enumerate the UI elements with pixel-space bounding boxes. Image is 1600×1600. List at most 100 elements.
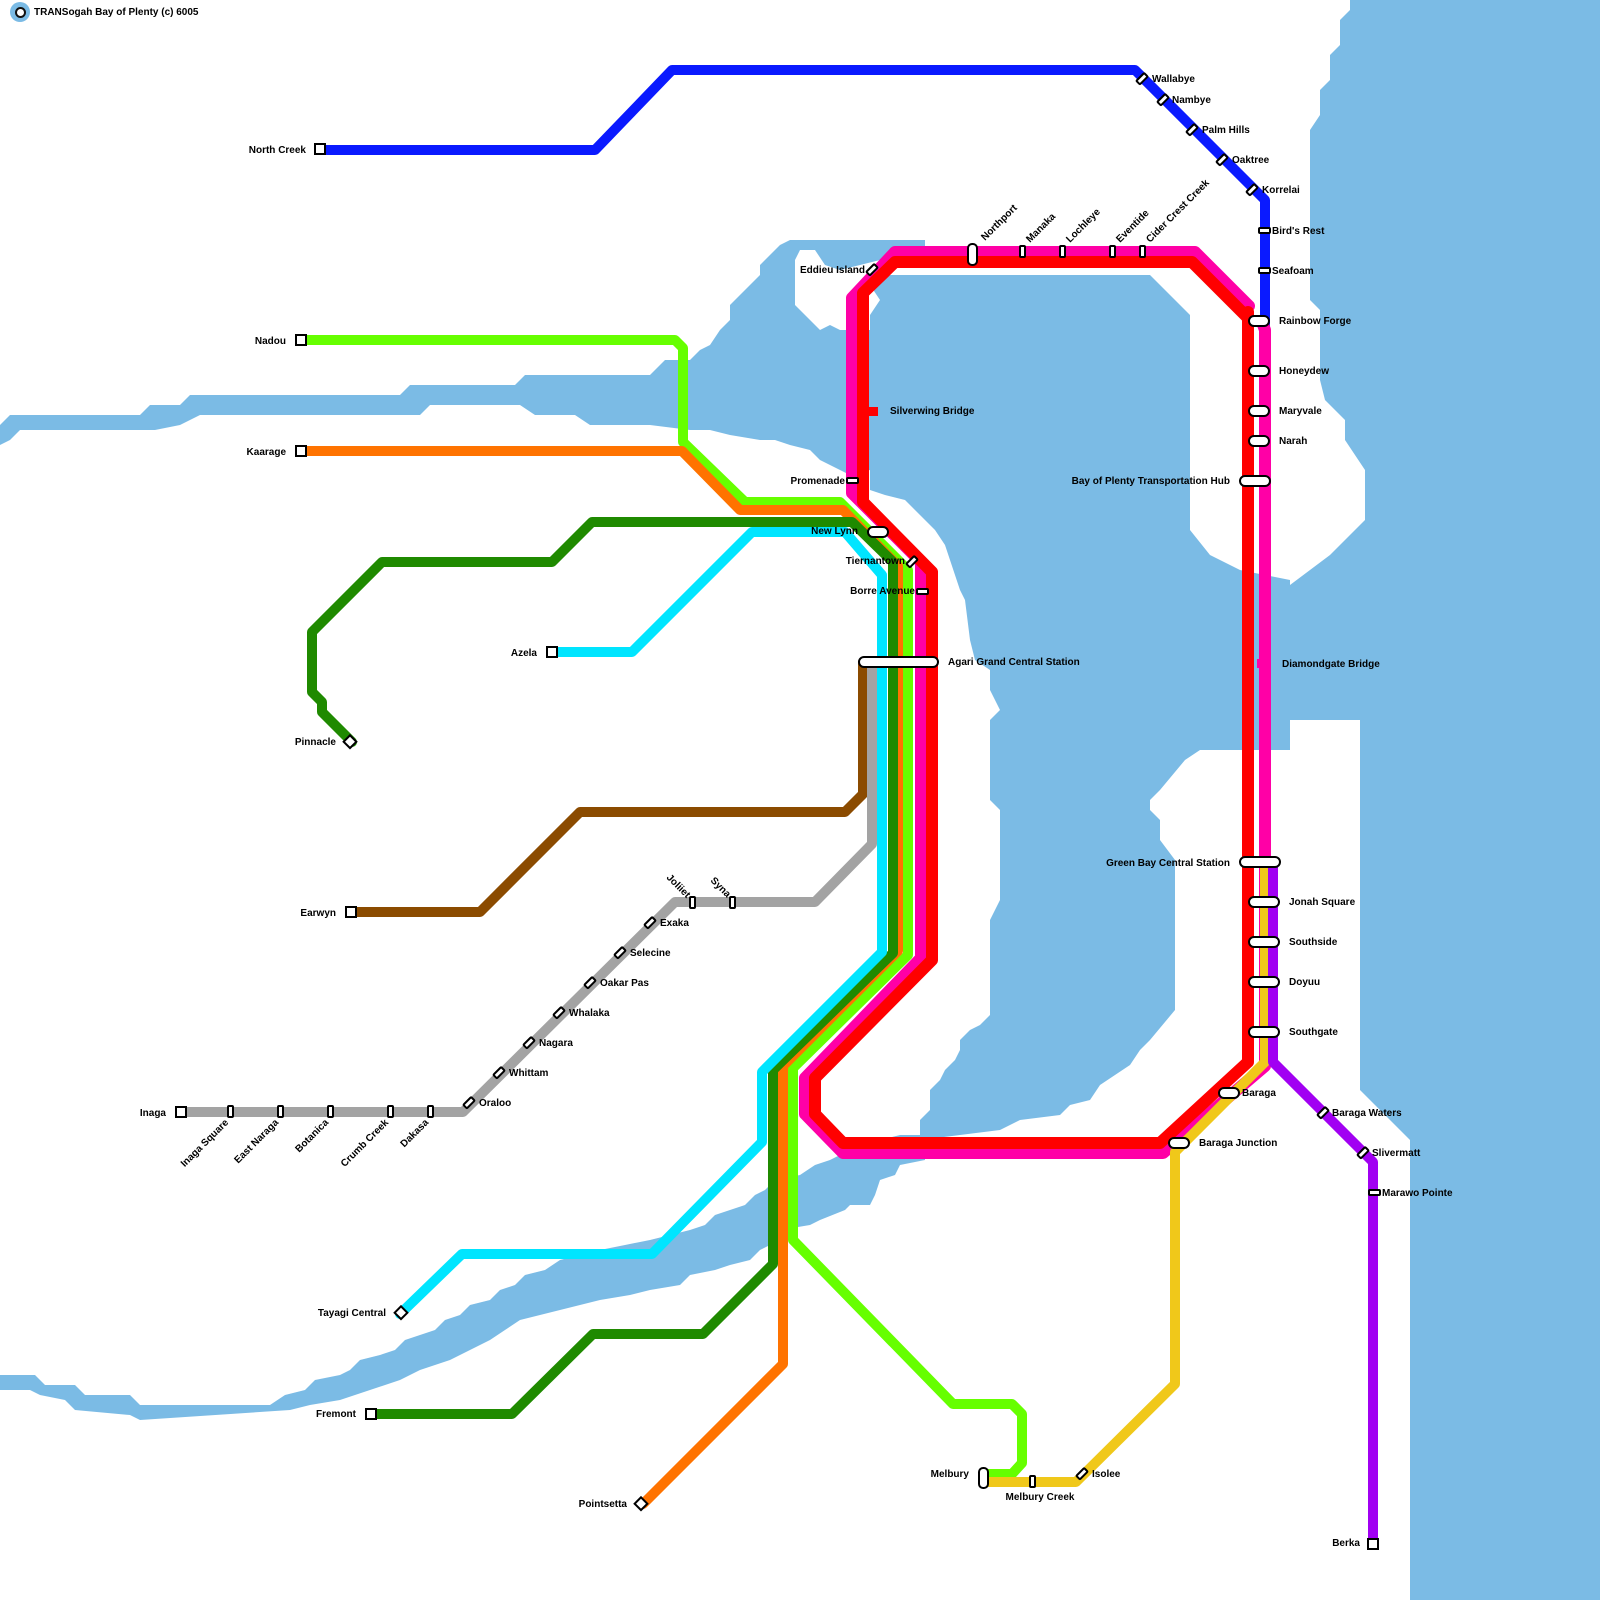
label-maryvale: Maryvale bbox=[1279, 406, 1322, 417]
label-doyuu: Doyuu bbox=[1289, 977, 1320, 988]
label-birds-rest: Bird's Rest bbox=[1272, 226, 1325, 237]
station-marker-isolee[interactable] bbox=[1075, 1467, 1089, 1480]
station-marker-tayagi-central[interactable] bbox=[393, 1304, 409, 1321]
purple-line bbox=[1268, 857, 1378, 1547]
station-marker-whalaka[interactable] bbox=[552, 1006, 566, 1019]
station-marker-southgate[interactable] bbox=[1248, 1026, 1280, 1038]
station-marker-kaarage[interactable] bbox=[295, 445, 307, 457]
station-marker-north-creek[interactable] bbox=[314, 143, 326, 155]
label-eddieu-island: Eddieu Island bbox=[800, 265, 865, 276]
station-marker-slivermatt[interactable] bbox=[1356, 1146, 1370, 1159]
label-isolee: Isolee bbox=[1092, 1469, 1121, 1480]
label-honeydew: Honeydew bbox=[1279, 366, 1329, 377]
station-marker-selecine[interactable] bbox=[613, 946, 627, 959]
station-marker-jonah-square[interactable] bbox=[1248, 896, 1280, 908]
station-marker-melbury-creek[interactable] bbox=[1029, 1475, 1036, 1488]
station-marker-syna[interactable] bbox=[729, 896, 736, 909]
label-tayagi-central: Tayagi Central bbox=[318, 1308, 386, 1319]
label-promenade: Promenade bbox=[791, 476, 846, 487]
station-marker-eventide[interactable] bbox=[1109, 245, 1116, 258]
station-marker-borre-avenue[interactable] bbox=[916, 588, 929, 595]
label-agari-grand-central: Agari Grand Central Station bbox=[948, 657, 1080, 668]
station-marker-melbury[interactable] bbox=[978, 1467, 989, 1489]
station-marker-botanica[interactable] bbox=[327, 1105, 334, 1118]
label-oakar-pas: Oakar Pas bbox=[600, 978, 649, 989]
station-marker-inaga-square[interactable] bbox=[227, 1105, 234, 1118]
station-marker-berka[interactable] bbox=[1367, 1538, 1379, 1550]
brown-line bbox=[345, 657, 868, 917]
station-marker-eddieu-island[interactable] bbox=[865, 263, 879, 276]
label-selecine: Selecine bbox=[630, 948, 671, 959]
station-marker-azela[interactable] bbox=[546, 646, 558, 658]
station-marker-east-naraga[interactable] bbox=[277, 1105, 284, 1118]
station-marker-exaka[interactable] bbox=[643, 916, 657, 929]
station-marker-baraga[interactable] bbox=[1218, 1087, 1240, 1099]
station-marker-korrelai[interactable] bbox=[1245, 183, 1259, 196]
label-tiernantown: Tiernantown bbox=[846, 556, 905, 567]
label-inaga: Inaga bbox=[140, 1108, 167, 1119]
station-marker-baraga-waters[interactable] bbox=[1316, 1106, 1330, 1119]
station-marker-doyuu[interactable] bbox=[1248, 976, 1280, 988]
station-marker-dakasa[interactable] bbox=[427, 1105, 434, 1118]
label-baraga-waters: Baraga Waters bbox=[1332, 1108, 1402, 1119]
station-marker-seafoam[interactable] bbox=[1258, 267, 1271, 274]
label-berka: Berka bbox=[1332, 1538, 1360, 1549]
label-kaarage: Kaarage bbox=[247, 447, 287, 458]
label-baraga: Baraga bbox=[1242, 1088, 1276, 1099]
network-logo-icon bbox=[10, 2, 30, 22]
station-marker-green-bay-central[interactable] bbox=[1239, 856, 1281, 868]
station-marker-maryvale[interactable] bbox=[1248, 405, 1270, 417]
station-marker-new-lynn[interactable] bbox=[867, 526, 889, 538]
silverwing-bridge-marker bbox=[862, 407, 878, 416]
label-southside: Southside bbox=[1289, 937, 1338, 948]
label-narah: Narah bbox=[1279, 436, 1307, 447]
station-marker-southside[interactable] bbox=[1248, 936, 1280, 948]
label-jonah-square: Jonah Square bbox=[1289, 897, 1356, 908]
label-wallabye: Wallabye bbox=[1152, 74, 1195, 85]
label-manaka: Manaka bbox=[1024, 211, 1058, 245]
station-marker-joliiet[interactable] bbox=[689, 896, 696, 909]
station-marker-honeydew[interactable] bbox=[1248, 365, 1270, 377]
station-marker-cider-crest-creek[interactable] bbox=[1139, 245, 1146, 258]
label-nadou: Nadou bbox=[255, 336, 286, 347]
station-marker-whittam[interactable] bbox=[492, 1066, 506, 1079]
station-marker-manaka[interactable] bbox=[1019, 245, 1026, 258]
station-marker-pointsetta[interactable] bbox=[633, 1495, 649, 1512]
station-markers bbox=[175, 72, 1381, 1550]
station-marker-nambye[interactable] bbox=[1156, 93, 1170, 106]
label-nagara: Nagara bbox=[539, 1038, 573, 1049]
station-marker-rainbow-forge[interactable] bbox=[1248, 315, 1270, 327]
station-marker-narah[interactable] bbox=[1248, 435, 1270, 447]
station-marker-oakar-pas[interactable] bbox=[583, 976, 597, 989]
station-marker-crumb-creek[interactable] bbox=[387, 1105, 394, 1118]
station-marker-inaga[interactable] bbox=[175, 1106, 187, 1118]
station-marker-wallabye[interactable] bbox=[1135, 72, 1149, 85]
station-marker-lochleye[interactable] bbox=[1059, 245, 1066, 258]
label-whalaka: Whalaka bbox=[569, 1008, 610, 1019]
station-marker-oraloo[interactable] bbox=[462, 1096, 476, 1109]
label-melbury-creek: Melbury Creek bbox=[1006, 1492, 1075, 1503]
station-marker-pinnacle[interactable] bbox=[342, 733, 358, 750]
station-marker-northport[interactable] bbox=[967, 243, 978, 266]
label-borre-avenue: Borre Avenue bbox=[850, 586, 915, 597]
station-marker-nagara[interactable] bbox=[522, 1036, 536, 1049]
label-silverwing-bridge: Silverwing Bridge bbox=[890, 406, 975, 417]
station-marker-nadou[interactable] bbox=[295, 334, 307, 346]
station-marker-earwyn[interactable] bbox=[345, 906, 357, 918]
station-marker-birds-rest[interactable] bbox=[1258, 227, 1271, 234]
station-marker-fremont[interactable] bbox=[365, 1408, 377, 1420]
label-northport: Northport bbox=[979, 202, 1020, 243]
station-marker-bop-hub[interactable] bbox=[1239, 475, 1271, 487]
station-marker-tiernantown[interactable] bbox=[905, 555, 919, 568]
station-marker-palm-hills[interactable] bbox=[1185, 123, 1199, 136]
station-marker-oaktree[interactable] bbox=[1215, 153, 1229, 166]
label-nambye: Nambye bbox=[1172, 95, 1211, 106]
station-marker-marawo-pointe[interactable] bbox=[1368, 1189, 1381, 1196]
south-channel bbox=[0, 1135, 925, 1420]
grey-line bbox=[175, 657, 877, 1117]
station-marker-promenade[interactable] bbox=[846, 477, 859, 484]
station-marker-agari-grand-central[interactable] bbox=[858, 656, 939, 668]
station-marker-baraga-junction[interactable] bbox=[1168, 1137, 1190, 1149]
